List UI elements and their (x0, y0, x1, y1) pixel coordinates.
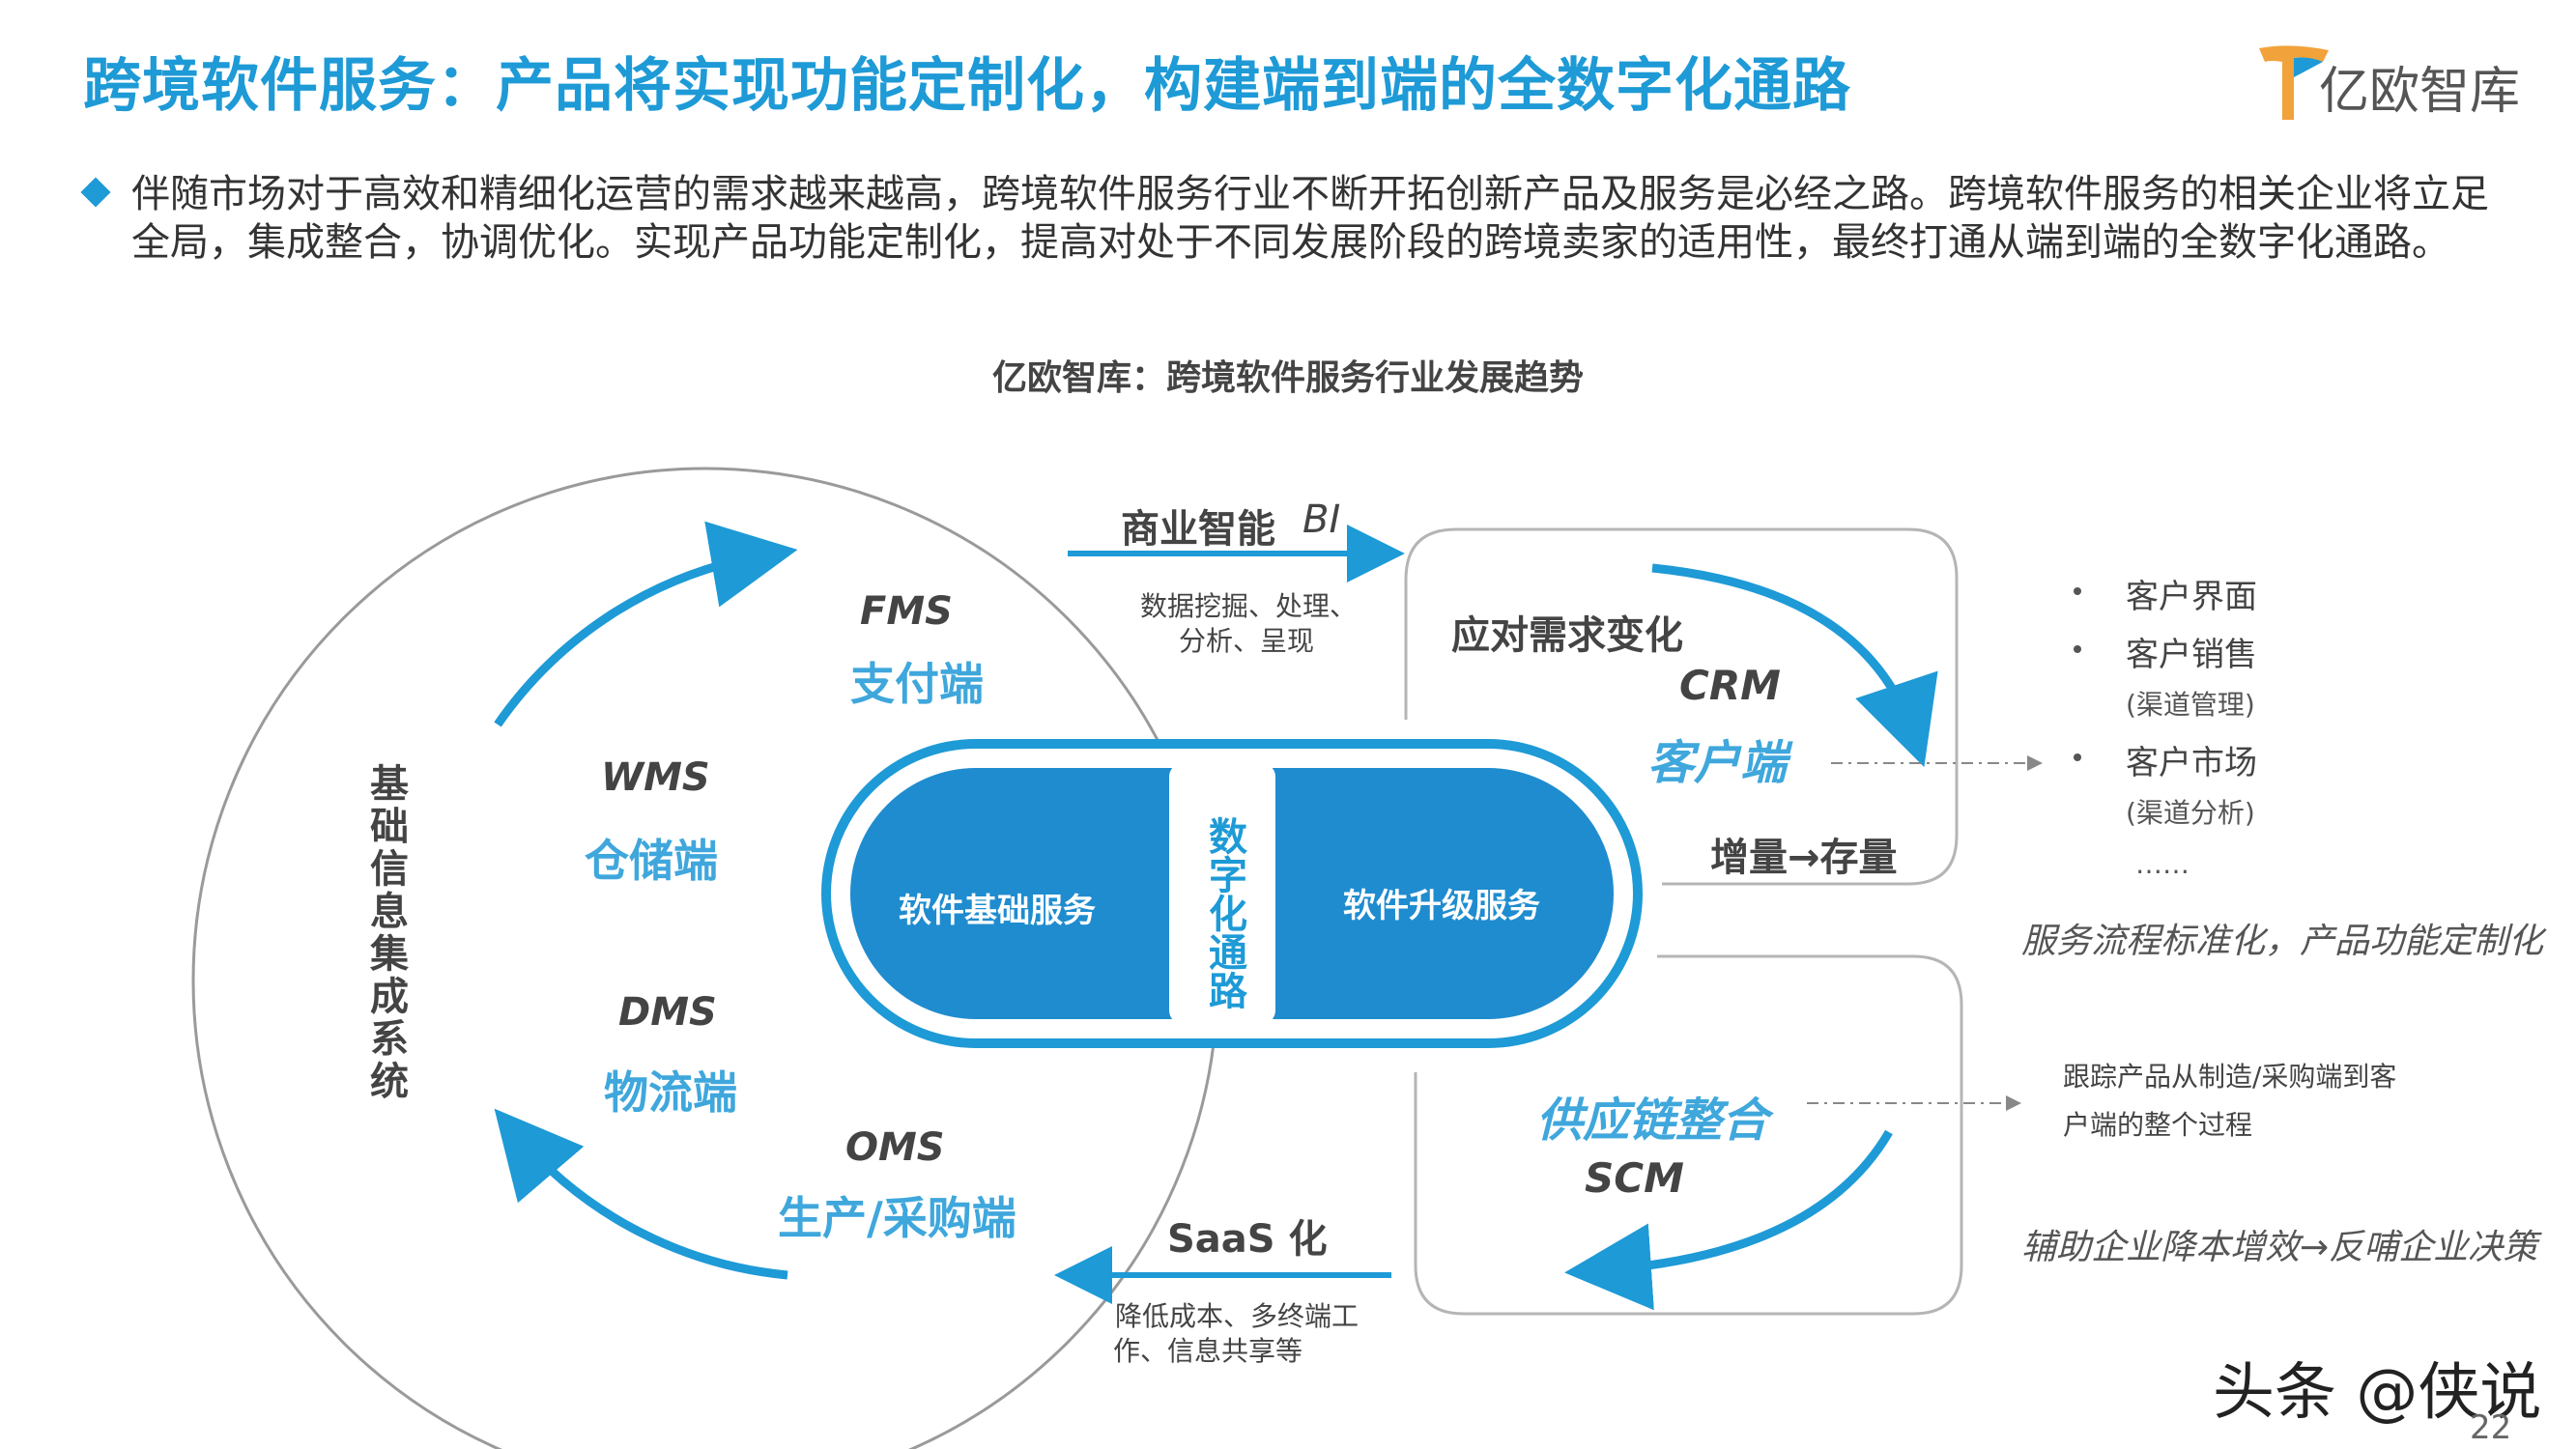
crm-name: 客户端 (1647, 736, 1788, 790)
dms-name: 物流端 (604, 1066, 737, 1119)
scm-code: SCM (1585, 1154, 1684, 1202)
crm-list-item-2: 客户销售 (2126, 636, 2257, 674)
pill-center-label: 数字化通路 (1202, 816, 1246, 1009)
bi-desc-line2: 分析、呈现 (1178, 625, 1314, 657)
list-bullet (2074, 587, 2081, 595)
arrow-top-left (494, 521, 798, 727)
crm-list-sub-3: (渠道分析) (2126, 797, 2255, 829)
bi-label: 商业智能 (1121, 507, 1275, 552)
list-bullet (2074, 753, 2081, 761)
pill-left-label: 软件基础服务 (899, 892, 1096, 930)
crm-code: CRM (1679, 662, 1781, 709)
logo-mark-icon (2259, 45, 2329, 120)
list-bullet (2074, 645, 2081, 653)
crm-box-border (1404, 527, 1959, 886)
saas-desc-line1: 降低成本、多终端工 (1114, 1300, 1359, 1332)
bi-code: BI (1302, 497, 1341, 542)
logo-text: 亿欧智库 (2319, 63, 2521, 121)
scm-note: 辅助企业降本增效→反哺企业决策 (2021, 1228, 2538, 1267)
scm-desc-line1: 跟踪产品从制造/采购端到客 (2063, 1061, 2397, 1093)
wms-name: 仓储端 (585, 835, 718, 887)
crm-list-more: …… (2135, 848, 2190, 880)
pill-divider (1169, 763, 1275, 1024)
fms-name: 支付端 (850, 658, 984, 710)
page-number: 22 (2470, 1408, 2512, 1447)
bi-desc-line1: 数据挖掘、处理、 (1140, 590, 1358, 622)
logo (2251, 39, 2541, 126)
diagram-subtitle: 亿欧智库：跨境软件服务行业发展趋势 (991, 358, 1584, 398)
oms-name: 生产/采购端 (778, 1192, 1016, 1244)
arrow-bottom-left (494, 1108, 788, 1280)
wms-code: WMS (601, 755, 710, 800)
watermark: 头条 @侠说 (2213, 1357, 2542, 1429)
crm-list-sub-2: (渠道管理) (2126, 689, 2255, 721)
saas-label: SaaS 化 (1167, 1217, 1328, 1262)
vertical-label-info-system: 基础信息集成系统 (363, 763, 408, 1103)
crm-list-item-1: 客户界面 (2126, 578, 2257, 616)
pill-right-label: 软件升级服务 (1343, 887, 1540, 925)
crm-list-item-3: 客户市场 (2126, 744, 2257, 782)
arrow-scm (1564, 1129, 1893, 1311)
scm-desc-line2: 户端的整个过程 (2063, 1109, 2253, 1141)
saas-desc-line2: 作、信息共享等 (1112, 1335, 1302, 1367)
crm-heading: 应对需求变化 (1451, 613, 1683, 658)
crm-footer: 增量→存量 (1710, 836, 1898, 880)
intro-paragraph: 伴随市场对于高效和精细化运营的需求越来越高，跨境软件服务行业不断开拓创新产品及服… (131, 172, 2489, 265)
page-title: 跨境软件服务：产品将实现功能定制化，构建端到端的全数字化通路 (83, 52, 1851, 120)
oms-code: OMS (845, 1125, 945, 1170)
scm-name: 供应链整合 (1536, 1094, 1769, 1148)
dms-code: DMS (618, 990, 717, 1035)
scm-box-border (1414, 954, 1963, 1316)
fms-code: FMS (860, 589, 953, 634)
crm-note: 服务流程标准化，产品功能定制化 (2021, 922, 2544, 961)
arrow-crm (1651, 563, 1938, 768)
